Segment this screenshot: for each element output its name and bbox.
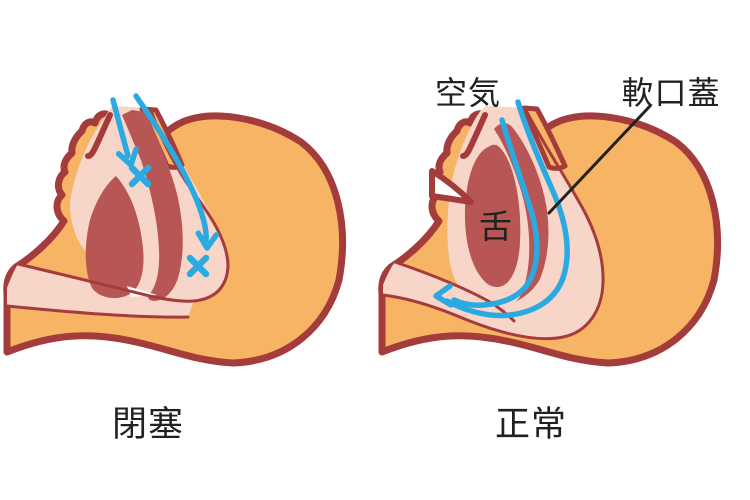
panel-obstructed-airway: 閉塞 bbox=[3, 93, 347, 445]
airflow-arrow-icon bbox=[133, 93, 209, 243]
soft-palate-pointer-line bbox=[547, 104, 652, 215]
mouth-gap bbox=[127, 286, 157, 297]
soft-palate-collapsed bbox=[122, 110, 183, 301]
caption-normal: 正常 bbox=[494, 405, 568, 445]
normal-head-figure bbox=[378, 99, 722, 367]
x-cross-icon bbox=[128, 164, 152, 188]
obstructed-head-figure bbox=[3, 93, 347, 367]
tongue-fallen-back bbox=[85, 176, 144, 299]
airflow-line-icon bbox=[444, 99, 570, 319]
blocked-airflow-arrows bbox=[110, 93, 220, 278]
pharynx-boundary-line bbox=[381, 108, 605, 341]
airflow-arrowhead-icon bbox=[195, 230, 220, 251]
airflow-lines bbox=[433, 99, 570, 319]
nostril-inner-wall bbox=[460, 112, 488, 159]
label-tongue: 舌 bbox=[479, 207, 513, 246]
label-air: 空気 bbox=[434, 74, 502, 112]
x-cross-icon bbox=[186, 254, 210, 278]
nostril-inner-wall bbox=[85, 112, 113, 159]
airflow-arrowhead-icon bbox=[433, 283, 454, 308]
throat-strip bbox=[383, 262, 563, 339]
label-soft-palate: 軟口蓋 bbox=[621, 74, 721, 112]
throat-strip-lower-line bbox=[5, 304, 190, 319]
mouth-notch bbox=[429, 168, 474, 205]
panel-normal-airway: 空気 軟口蓋 舌 正常 bbox=[375, 0, 750, 500]
airflow-arrow-icon bbox=[110, 97, 131, 159]
tongue-normal bbox=[464, 144, 521, 288]
airflow-line-icon bbox=[451, 117, 540, 308]
caption-obstructed: 閉塞 bbox=[111, 405, 185, 445]
